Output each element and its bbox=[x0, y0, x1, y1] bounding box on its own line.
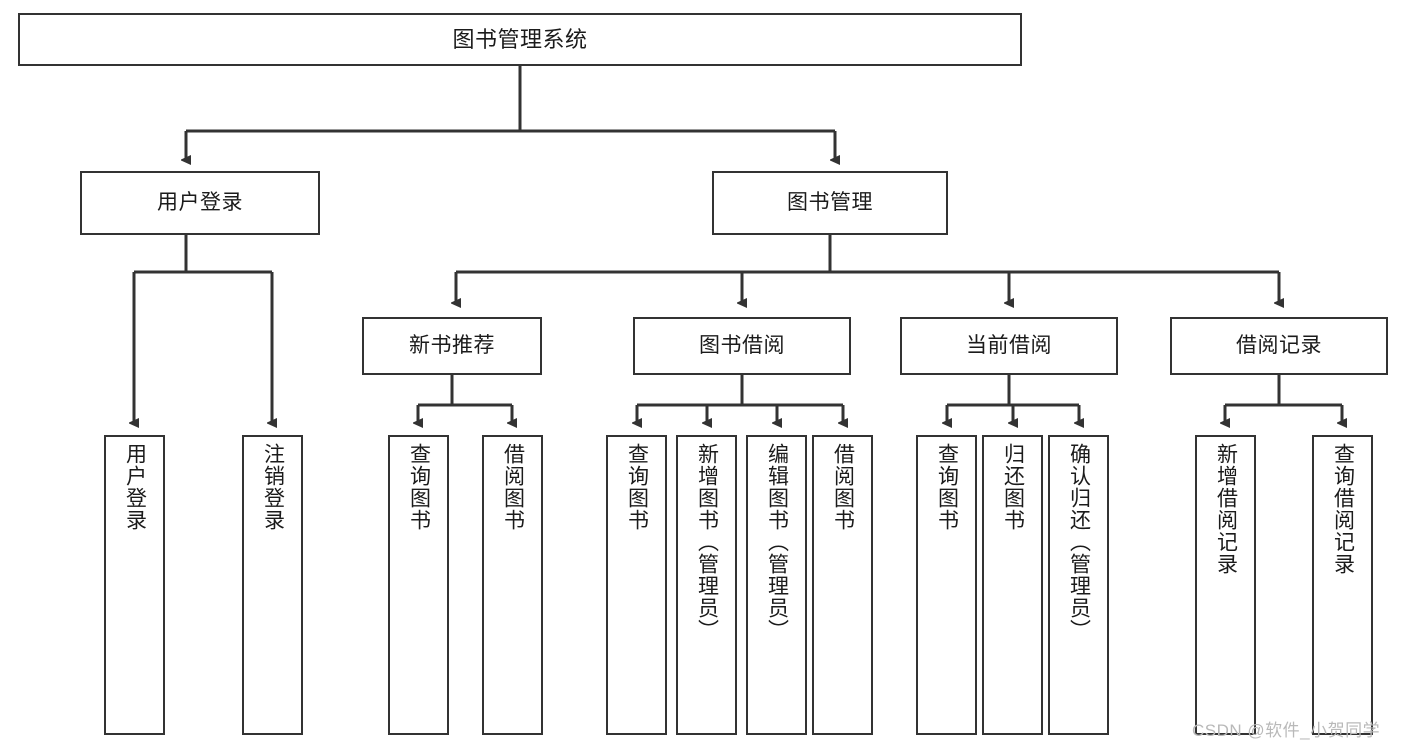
leaf-borrow-add-book[interactable]: 新增图书（管理员） bbox=[676, 435, 737, 735]
node-label: 借阅记录 bbox=[1236, 334, 1322, 358]
node-label: 查询图书 bbox=[625, 443, 649, 531]
node-label: 注销登录 bbox=[261, 443, 285, 531]
node-label: 查询图书 bbox=[935, 443, 959, 531]
node-label: 图书管理 bbox=[787, 191, 873, 215]
node-label: 新增图书（管理员） bbox=[695, 443, 719, 641]
leaf-borrow-lend-book[interactable]: 借阅图书 bbox=[812, 435, 873, 735]
node-book-borrow[interactable]: 图书借阅 bbox=[633, 317, 851, 375]
leaf-user-login-logout[interactable]: 注销登录 bbox=[242, 435, 303, 735]
node-new-book-recommend[interactable]: 新书推荐 bbox=[362, 317, 542, 375]
leaf-current-confirm-return[interactable]: 确认归还（管理员） bbox=[1048, 435, 1109, 735]
node-borrow-record[interactable]: 借阅记录 bbox=[1170, 317, 1388, 375]
node-label: 确认归还（管理员） bbox=[1067, 443, 1091, 641]
node-label: 查询借阅记录 bbox=[1331, 443, 1355, 575]
leaf-user-login-login[interactable]: 用户登录 bbox=[104, 435, 165, 735]
leaf-borrow-query-book[interactable]: 查询图书 bbox=[606, 435, 667, 735]
node-label: 图书管理系统 bbox=[452, 26, 588, 52]
node-label: 借阅图书 bbox=[501, 443, 525, 531]
leaf-new-book-query[interactable]: 查询图书 bbox=[388, 435, 449, 735]
leaf-record-query[interactable]: 查询借阅记录 bbox=[1312, 435, 1373, 735]
watermark: CSDN @软件_小贺同学 bbox=[1192, 721, 1381, 740]
leaf-borrow-edit-book[interactable]: 编辑图书（管理员） bbox=[746, 435, 807, 735]
node-label: 借阅图书 bbox=[831, 443, 855, 531]
node-book-management[interactable]: 图书管理 bbox=[712, 171, 948, 235]
node-root-system[interactable]: 图书管理系统 bbox=[18, 13, 1022, 66]
node-label: 新增借阅记录 bbox=[1214, 443, 1238, 575]
leaf-current-return-book[interactable]: 归还图书 bbox=[982, 435, 1043, 735]
leaf-record-add[interactable]: 新增借阅记录 bbox=[1195, 435, 1256, 735]
node-label: 用户登录 bbox=[157, 191, 243, 215]
node-label: 查询图书 bbox=[407, 443, 431, 531]
node-label: 编辑图书（管理员） bbox=[765, 443, 789, 641]
node-user-login[interactable]: 用户登录 bbox=[80, 171, 320, 235]
node-label: 图书借阅 bbox=[699, 334, 785, 358]
node-label: 新书推荐 bbox=[409, 334, 495, 358]
leaf-new-book-borrow[interactable]: 借阅图书 bbox=[482, 435, 543, 735]
leaf-current-query-book[interactable]: 查询图书 bbox=[916, 435, 977, 735]
node-current-borrow[interactable]: 当前借阅 bbox=[900, 317, 1118, 375]
node-label: 用户登录 bbox=[123, 443, 147, 531]
node-label: 当前借阅 bbox=[966, 334, 1052, 358]
node-label: 归还图书 bbox=[1001, 443, 1025, 531]
